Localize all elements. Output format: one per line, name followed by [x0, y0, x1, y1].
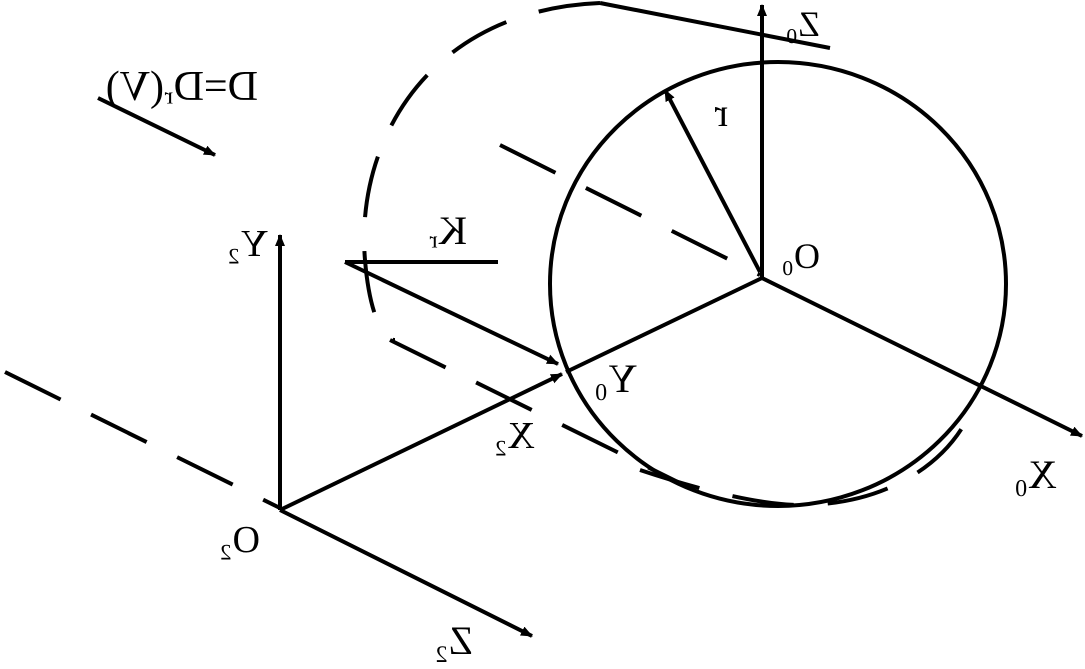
label-x0: X₀: [1014, 452, 1057, 497]
r-vector: [663, 89, 762, 273]
cylinder-front-circle: [548, 60, 1008, 508]
cylinder-top-edge: [599, 1, 831, 50]
kr-arrow: [344, 260, 559, 366]
label-y0: Y₀: [594, 356, 637, 401]
x0-axis: [761, 276, 1083, 438]
label-z0: Z₀: [785, 4, 820, 44]
y0-axis: [565, 276, 763, 374]
x2-axis: [279, 372, 563, 512]
label-z2: Z₂: [435, 618, 473, 663]
z2-axis: [279, 508, 533, 638]
label-kr: Kᵣ: [429, 208, 467, 253]
label-r: r: [715, 90, 728, 135]
cylinder-axis-dashed: [499, 143, 761, 277]
label-o0: O₀: [781, 236, 820, 276]
label-x2: X₂: [494, 415, 535, 457]
cylinder-back-circle: [362, 1, 601, 342]
label-d-equation: D=Dᵣ(V): [106, 64, 258, 110]
cylinder-back-circle-lower: [639, 399, 977, 508]
cylinder-bottom-edge: [389, 338, 691, 490]
label-o2: O₂: [219, 519, 260, 561]
long-axis-dashed: [4, 370, 281, 510]
label-y2: Y₂: [227, 223, 268, 265]
d-direction-arrow: [97, 96, 216, 157]
